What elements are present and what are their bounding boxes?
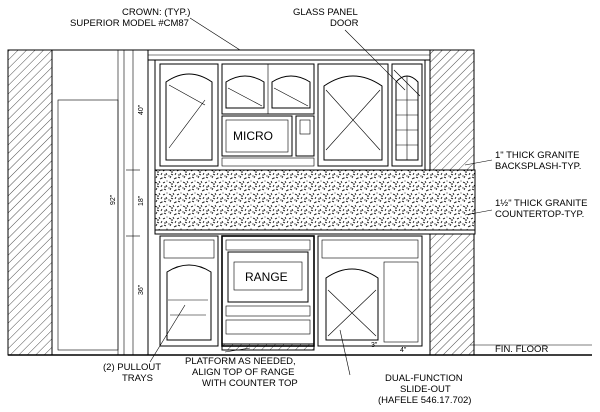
label-platform-line1: PLATFORM AS NEEDED, bbox=[185, 356, 296, 367]
label-dual-line3: (HAFELE 546.17.702) bbox=[378, 395, 471, 406]
label-countertop-line2: COUNTERTOP-TYP. bbox=[495, 209, 584, 220]
label-pullout-line2: TRAYS bbox=[122, 373, 153, 384]
label-fin-floor: FIN. FLOOR bbox=[495, 344, 548, 355]
tall-panel bbox=[51, 49, 149, 356]
leader-lines bbox=[149, 17, 493, 376]
label-countertop-line1: 1½" THICK GRANITE bbox=[495, 198, 587, 209]
label-backsplash-line2: BACKSPLASH-TYP. bbox=[495, 161, 581, 172]
base-cabinets bbox=[159, 235, 423, 351]
label-range: RANGE bbox=[245, 270, 288, 284]
dim-toe: 4" bbox=[400, 347, 407, 354]
label-pullout-line1: (2) PULLOUT bbox=[103, 362, 161, 373]
label-glass-line1: GLASS PANEL bbox=[293, 7, 358, 18]
dim-base: 36" bbox=[138, 284, 145, 295]
dim-splash: 18" bbox=[138, 195, 145, 206]
label-platform-line3: WITH COUNTER TOP bbox=[202, 378, 298, 389]
label-backsplash-line1: 1" THICK GRANITE bbox=[495, 150, 580, 161]
granite-backsplash bbox=[154, 169, 476, 235]
label-crown-line2: SUPERIOR MODEL #CM87 bbox=[70, 18, 189, 29]
right-wall bbox=[429, 49, 475, 356]
label-dual-line1: DUAL-FUNCTION bbox=[385, 373, 463, 384]
dimension-lines: 92" 40" 18" 36" 4" 3" bbox=[110, 49, 407, 356]
dim-overall: 92" bbox=[110, 194, 117, 205]
label-micro: MICRO bbox=[233, 129, 273, 143]
label-glass-line2: DOOR bbox=[330, 18, 359, 29]
label-dual-line2: SLIDE-OUT bbox=[400, 384, 451, 395]
label-crown-line1: CROWN: (TYP.) bbox=[122, 7, 190, 18]
upper-cabinets bbox=[154, 59, 426, 171]
crown-molding bbox=[147, 49, 431, 61]
dim-upper: 40" bbox=[138, 104, 145, 115]
left-wall bbox=[7, 49, 53, 356]
dim-toe-side: 3" bbox=[371, 342, 378, 349]
label-platform-line2: ALIGN TOP OF RANGE bbox=[192, 367, 294, 378]
